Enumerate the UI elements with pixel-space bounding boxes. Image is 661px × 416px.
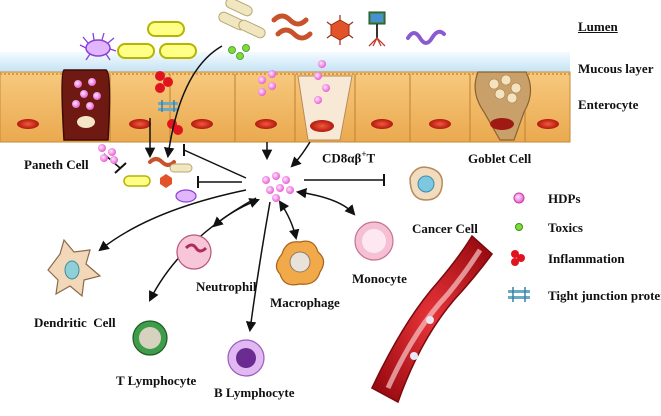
label-cd8-tail: T [366,150,376,166]
legend-label-inflammation: Inflammation [548,251,625,266]
tight-junction-marker [158,100,178,112]
legend-label-hdps: HDPs [548,191,581,206]
monocyte-cell [354,221,394,261]
label-cancer-cell: Cancer Cell [412,221,478,236]
cancer-cell [409,166,443,201]
macrophage-cell [275,240,325,286]
hdp-cluster-epithelium [258,70,276,96]
label-monocyte: Monocyte [352,271,407,286]
toxin-cluster [228,44,250,60]
cd8-intraepithelial-cell [297,60,353,141]
label-dendritic-cell: Dendritic Cell [34,315,116,330]
label-macrophage: Macrophage [270,295,340,310]
label-enterocyte: Enterocyte [578,97,639,112]
label-neutrophil: Neutrophil [196,279,257,294]
label-paneth-cell: Paneth Cell [24,157,89,172]
legend-label-tight-junction: Tight junction protein [548,288,661,303]
neutrophil-cell [176,234,212,270]
hdp-icon [513,192,525,204]
lumen-microbes [79,0,446,61]
dendritic-cell [47,238,102,298]
label-cd8-main: CD8αβ [322,150,362,166]
label-t-lymphocyte: T Lymphocyte [116,373,197,388]
hdp-cluster-central [262,172,294,202]
label-cd8-sup: + [361,149,367,159]
b-lymphocyte-cell [227,339,265,377]
tight-junction-icon [508,287,530,302]
label-mucous-layer: Mucous layer [578,61,654,76]
hdp-cluster-paneth [98,144,118,164]
inflammation-icon [511,250,525,266]
label-b-lymphocyte: B Lymphocyte [214,385,295,400]
label-goblet-cell: Goblet Cell [468,151,532,166]
label-lumen: Lumen [578,19,618,34]
t-lymphocyte-cell [132,320,168,356]
goblet-cell [474,71,532,141]
label-cd8-t-cell: CD8αβ+T [322,149,376,166]
blood-vessel [371,234,494,404]
toxin-icon [515,223,523,231]
microbe-targets [123,157,197,203]
paneth-cell [61,69,111,141]
legend [508,192,530,302]
legend-label-toxics: Toxics [548,220,583,235]
